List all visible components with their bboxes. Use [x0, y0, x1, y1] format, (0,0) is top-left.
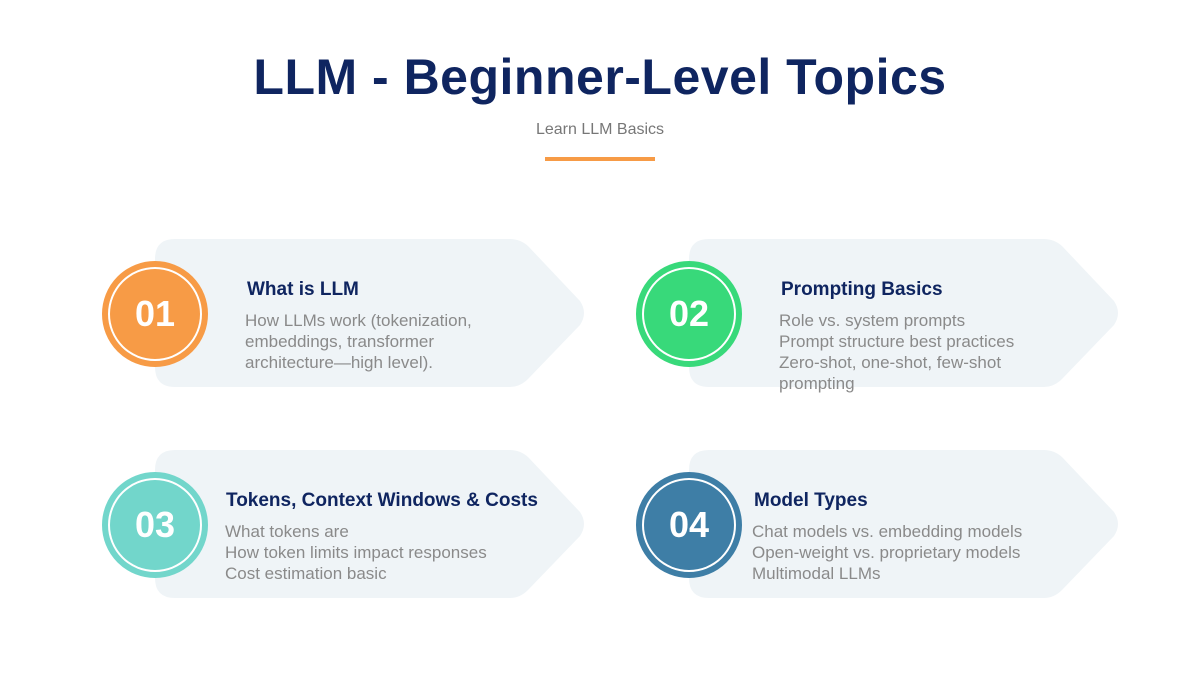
description-line: Multimodal LLMs — [752, 564, 881, 583]
topic-heading: Model Types — [754, 490, 868, 511]
description-line: Open-weight vs. proprietary models — [752, 543, 1021, 562]
topic-card-01: 01 What is LLM How LLMs work (tokenizati… — [100, 237, 600, 397]
number-badge: 03 — [102, 472, 208, 578]
topic-heading: What is LLM — [247, 279, 359, 300]
badge-number: 01 — [110, 269, 200, 359]
arrow-card-shape — [689, 450, 1118, 598]
topic-heading: Prompting Basics — [781, 279, 943, 300]
description-line: Chat models vs. embedding models — [752, 522, 1023, 541]
description-line: architecture—high level). — [245, 353, 434, 372]
topic-card-03: 03 Tokens, Context Windows & Costs What … — [100, 448, 600, 608]
arrow-card-shape — [155, 450, 584, 598]
topic-description: What tokens are How token limits impact … — [225, 521, 487, 584]
topic-card-02: 02 Prompting Basics Role vs. system prom… — [634, 237, 1134, 397]
description-line: Prompt structure best practices — [779, 332, 1015, 351]
topic-heading: Tokens, Context Windows & Costs — [226, 490, 538, 511]
badge-number: 03 — [110, 480, 200, 570]
topic-description: Chat models vs. embedding models Open-we… — [752, 521, 1022, 584]
arrow-card-shape — [155, 239, 584, 387]
page-subtitle: Learn LLM Basics — [535, 121, 665, 138]
description-line: Cost estimation basic — [225, 564, 387, 583]
description-line: What tokens are — [225, 522, 349, 541]
arrow-card-shape — [689, 239, 1118, 387]
description-line: How token limits impact responses — [225, 543, 487, 562]
number-badge: 02 — [636, 261, 742, 367]
description-line: embeddings, transformer — [245, 332, 434, 351]
page-title: LLM - Beginner-Level Topics — [253, 49, 947, 105]
description-line: Role vs. system prompts — [779, 311, 966, 330]
number-badge: 01 — [102, 261, 208, 367]
description-line: Zero-shot, one-shot, few-shot — [779, 353, 1002, 372]
title-underline-divider — [545, 157, 655, 161]
badge-number: 02 — [644, 269, 734, 359]
description-line: How LLMs work (tokenization, — [245, 311, 472, 330]
badge-number: 04 — [644, 480, 734, 570]
topic-description: Role vs. system prompts Prompt structure… — [779, 310, 1014, 394]
description-line: prompting — [779, 374, 855, 393]
topic-description: How LLMs work (tokenization, embeddings,… — [245, 310, 472, 373]
topic-card-04: 04 Model Types Chat models vs. embedding… — [634, 448, 1134, 608]
number-badge: 04 — [636, 472, 742, 578]
